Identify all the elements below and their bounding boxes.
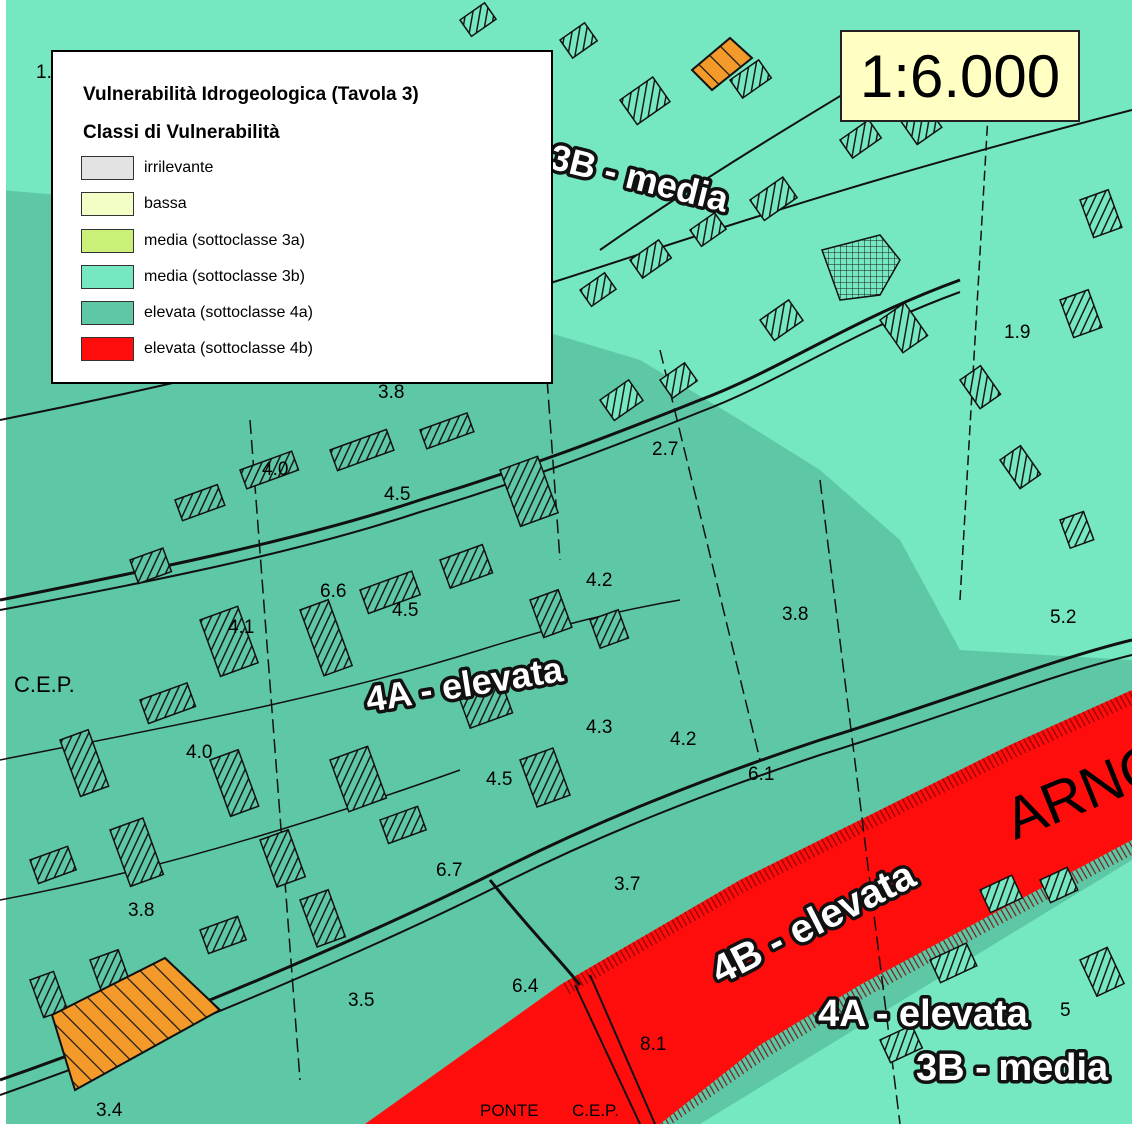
legend-item: bassa [81,192,187,216]
spot-height: 5 [1060,1000,1071,1021]
zone-label-3b-south: 3B - media [916,1047,1109,1089]
spot-height: 4.3 [586,717,612,738]
spot-height: 5.2 [1050,607,1076,628]
river-bank-ticks [560,690,1132,995]
bridge [574,974,656,1124]
spot-height: 3.8 [128,900,154,921]
legend-subtitle: Classi di Vulnerabilità [83,122,280,143]
legend-item: media (sottoclasse 3b) [81,265,305,289]
legend-label: media (sottoclasse 3b) [144,268,305,285]
orange-area-north [690,36,754,92]
spot-height: 3.4 [96,1100,123,1121]
legend-title: Vulnerabilità Idrogeologica (Tavola 3) [83,84,419,105]
sports-facility [821,234,901,301]
spot-height: 6.6 [320,581,346,602]
spot-height: 6.7 [436,860,462,881]
place-label-cep: C.E.P. [14,672,75,697]
orange-area-southwest [50,956,222,1092]
legend-label: elevata (sottoclasse 4b) [144,340,313,357]
legend-label: irrilevante [144,159,214,176]
spot-height: 4.1 [228,617,254,638]
spot-height: 3.8 [782,604,808,625]
buildings [29,1,1126,1064]
spot-height: 3.8 [378,382,404,403]
spot-height: 4.5 [384,484,410,505]
legend-item: elevata (sottoclasse 4b) [81,337,313,361]
spot-height: 3.7 [614,874,640,895]
spot-heights: 1.8 3.8 4.0 4.5 2.7 1.9 6.6 4.5 4.1 4.2 … [36,62,1076,1121]
spot-height: 4.5 [486,769,512,790]
legend-swatch [81,265,134,289]
legend-swatch [81,229,134,253]
legend-item: irrilevante [81,156,213,180]
spot-height: 4.2 [670,729,696,750]
map-legend: Vulnerabilità Idrogeologica (Tavola 3) C… [51,50,553,384]
spot-height: 6.1 [748,764,774,785]
spot-height: 2.7 [652,439,678,460]
spot-height: 4.0 [186,742,212,763]
spot-height: 3.5 [348,990,374,1011]
river-bank-ticks-south [660,840,1132,1124]
legend-label: media (sottoclasse 3a) [144,232,305,249]
bridge-label-cep: C.E.P. [572,1101,619,1120]
legend-item: elevata (sottoclasse 4a) [81,301,313,325]
legend-swatch [81,192,134,216]
spot-height: 4.2 [586,570,612,591]
zone-3b-southeast [700,860,1132,1124]
zone-label-4a-south: 4A - elevata [818,993,1029,1035]
spot-height: 6.4 [512,976,539,997]
map-left-edge [0,0,6,1124]
scale-indicator: 1:6.000 [840,30,1080,122]
legend-label: bassa [144,195,187,212]
legend-item: media (sottoclasse 3a) [81,229,305,253]
spot-height: 1.9 [1004,322,1030,343]
spot-height: 8.1 [640,1034,666,1055]
legend-swatch [81,337,134,361]
legend-swatch [81,156,134,180]
legend-swatch [81,301,134,325]
bridge-label: PONTE [480,1101,539,1120]
zone-4b-river [365,690,1132,1124]
spot-height: 4.5 [392,600,418,621]
legend-label: elevata (sottoclasse 4a) [144,304,313,321]
spot-height: 4.0 [262,459,288,480]
